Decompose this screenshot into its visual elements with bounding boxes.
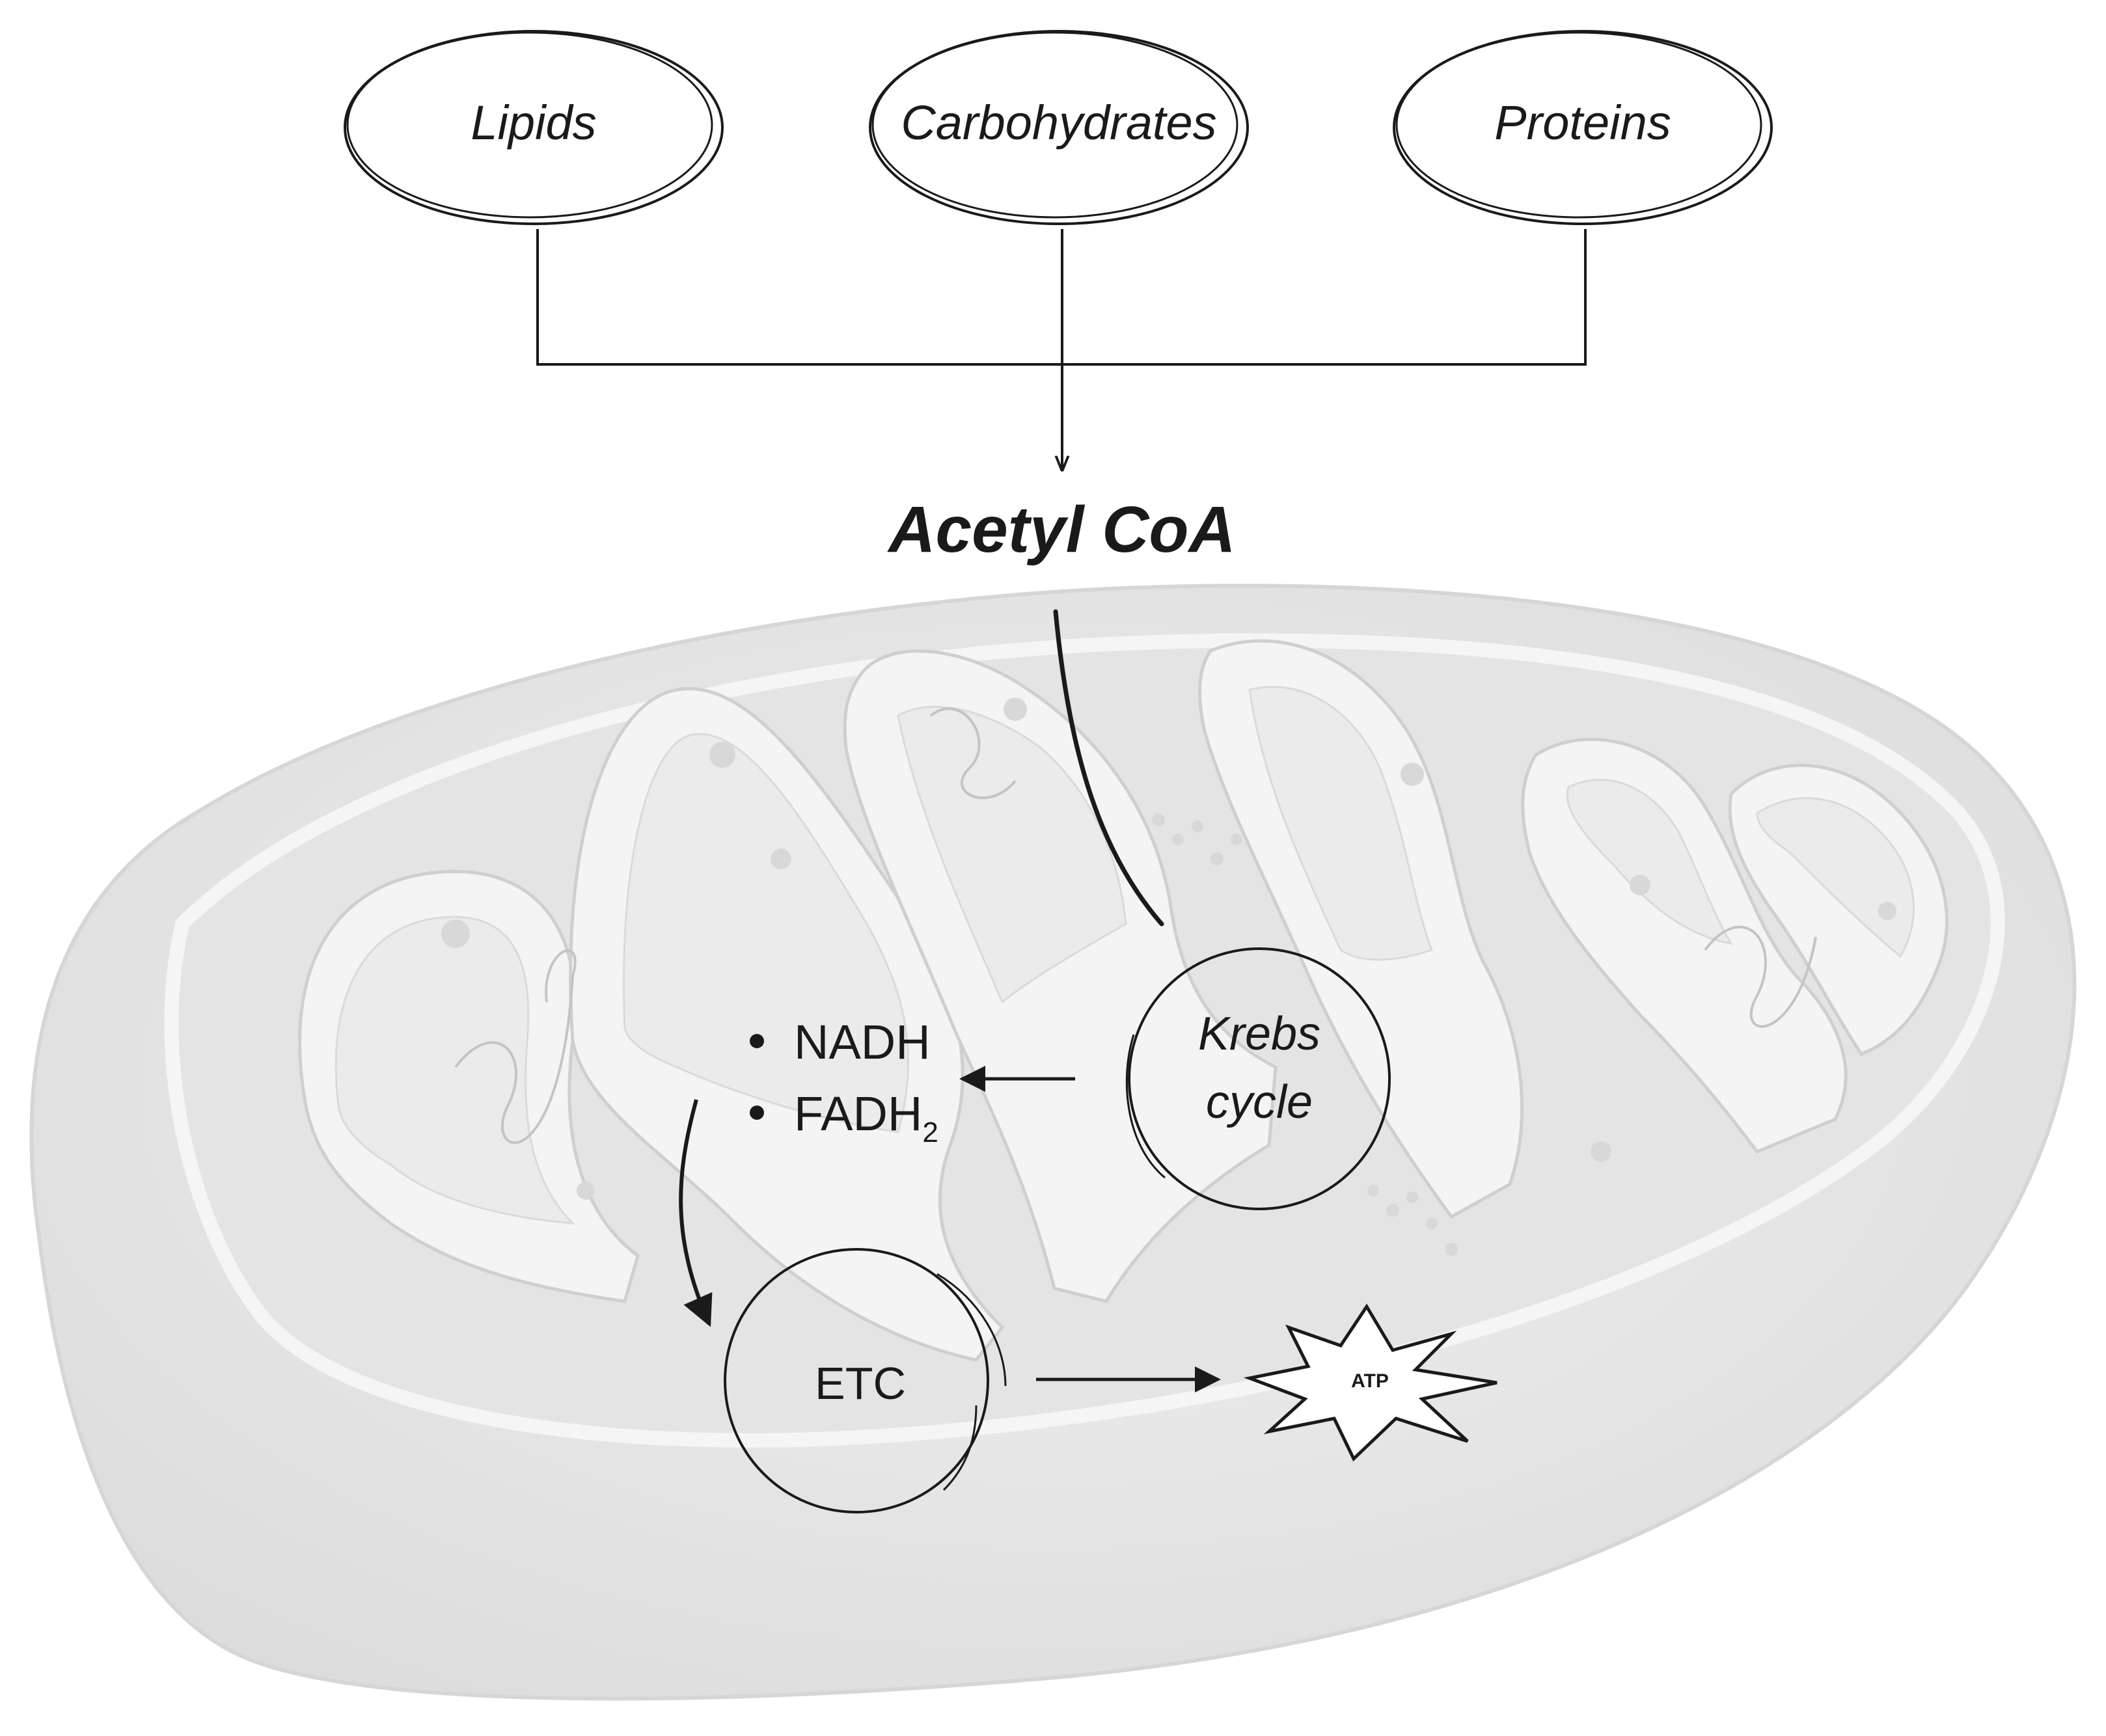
etc-circle-brush [937, 1273, 1007, 1387]
krebs-label-line1: Krebs [1198, 1008, 1320, 1060]
acetyl-to-krebs-line [1053, 609, 1164, 927]
lipids-oval-echo [346, 31, 713, 219]
krebs-circle [1128, 947, 1391, 1210]
krebs-label-line2: cycle [1206, 1076, 1313, 1128]
nadh-label: NADH [794, 1015, 931, 1069]
nadh-bullet [750, 1034, 764, 1048]
proteins-label: Proteins [1494, 96, 1671, 150]
lipids-oval [344, 30, 724, 225]
carbohydrates-oval-echo [871, 31, 1238, 219]
matrix-granules [441, 698, 1896, 1256]
cristae-hollows [335, 686, 1915, 1225]
atp-label: ATP [1351, 1370, 1389, 1392]
proteins-oval [1393, 30, 1773, 225]
mtdna-squiggles [454, 707, 1817, 1145]
fadh2-bullet [750, 1105, 764, 1120]
lipids-node: Lipids [344, 30, 724, 225]
proteins-oval-echo [1395, 31, 1762, 219]
atp-node: ATP [1243, 1303, 1497, 1462]
krebs-circle-brush-2 [1126, 1053, 1153, 1165]
etc-circle-brush-2 [942, 1405, 978, 1491]
carbohydrates-oval [869, 30, 1249, 225]
fadh2-main: FADH [794, 1087, 922, 1141]
acetyl-coa-label: Acetyl CoA [886, 493, 1235, 566]
electron-carriers-list: NADH FADH2 [750, 1015, 938, 1148]
etc-node: ETC [724, 1248, 1007, 1513]
fadh2-label: FADH2 [794, 1087, 938, 1148]
source-connectors [536, 229, 1587, 470]
lipids-label: Lipids [471, 96, 596, 150]
atp-starburst [1243, 1303, 1497, 1462]
etc-label: ETC [815, 1358, 906, 1409]
krebs-cycle-node: Krebs cycle [1125, 947, 1391, 1210]
proteins-node: Proteins [1393, 30, 1773, 225]
carbohydrates-label: Carbohydrates [901, 96, 1216, 150]
food-sources: Lipids Carbohydrates Proteins [344, 30, 1773, 225]
carriers-to-etc-arrow [679, 1099, 713, 1327]
etc-circle [724, 1248, 989, 1513]
carbohydrates-node: Carbohydrates [869, 30, 1249, 225]
mitochondrion-illustration [29, 584, 2077, 1701]
fadh2-subscript: 2 [922, 1117, 938, 1148]
